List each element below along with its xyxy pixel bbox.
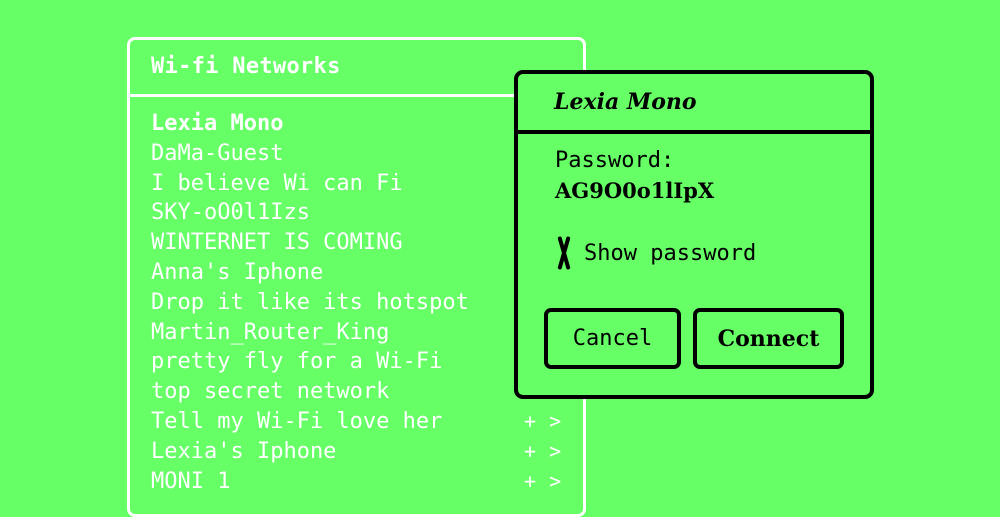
panel-title: Wi-fi Networks xyxy=(130,40,583,97)
show-password-label: Show password xyxy=(584,240,757,266)
network-name: I believe Wi can Fi xyxy=(151,170,403,196)
password-field[interactable]: AG9O0o1lIpX xyxy=(555,178,715,203)
network-name: SKY-oO0l1Izs xyxy=(151,200,310,226)
network-name: DaMa-Guest xyxy=(151,140,284,166)
network-name: WINTERNET IS COMING xyxy=(151,230,403,256)
dialog-title: Lexia Mono xyxy=(518,74,870,134)
network-item[interactable]: pretty fly for a Wi-Fi xyxy=(151,347,583,377)
network-item[interactable]: Drop it like its hotspot xyxy=(151,288,583,318)
network-item[interactable]: Lexia Mono xyxy=(151,109,583,139)
network-item[interactable]: Tell my Wi-Fi love her + > xyxy=(151,407,583,437)
network-name: MONI 1 xyxy=(151,468,231,494)
connect-dialog: Lexia Mono Password: AG9O0o1lIpX Show pa… xyxy=(514,70,874,399)
network-name: Lexia's Iphone xyxy=(151,438,337,464)
network-name: top secret network xyxy=(151,379,390,405)
network-item[interactable]: Anna's Iphone xyxy=(151,258,583,288)
add-expand-icons[interactable]: + > xyxy=(524,408,562,433)
network-item[interactable]: DaMa-Guest xyxy=(151,139,583,169)
network-list: Lexia Mono DaMa-Guest I believe Wi can F… xyxy=(130,97,583,496)
network-item[interactable]: I believe Wi can Fi xyxy=(151,169,583,199)
network-item[interactable]: Lexia's Iphone + > xyxy=(151,437,583,467)
cancel-button[interactable]: Cancel xyxy=(544,308,681,369)
add-expand-icons[interactable]: + > xyxy=(524,438,562,463)
connect-button[interactable]: Connect xyxy=(693,308,844,369)
network-name: Lexia Mono xyxy=(151,111,284,136)
network-name: Tell my Wi-Fi love her xyxy=(151,408,443,434)
network-item[interactable]: Martin_Router_King xyxy=(151,318,583,348)
checkmark-x-icon[interactable] xyxy=(554,236,574,270)
password-label: Password: xyxy=(555,148,675,173)
network-item[interactable]: top secret network xyxy=(151,377,583,407)
network-name: Martin_Router_King xyxy=(151,319,390,345)
network-item[interactable]: SKY-oO0l1Izs xyxy=(151,198,583,228)
network-item[interactable]: MONI 1 + > xyxy=(151,467,583,497)
wifi-networks-panel: Wi-fi Networks Lexia Mono DaMa-Guest I b… xyxy=(127,37,586,517)
network-name: Anna's Iphone xyxy=(151,259,324,285)
network-name: Drop it like its hotspot xyxy=(151,289,469,315)
add-expand-icons[interactable]: + > xyxy=(524,468,562,493)
show-password-checkbox[interactable]: Show password xyxy=(554,236,756,270)
network-item[interactable]: WINTERNET IS COMING xyxy=(151,228,583,258)
network-name: pretty fly for a Wi-Fi xyxy=(151,349,443,375)
